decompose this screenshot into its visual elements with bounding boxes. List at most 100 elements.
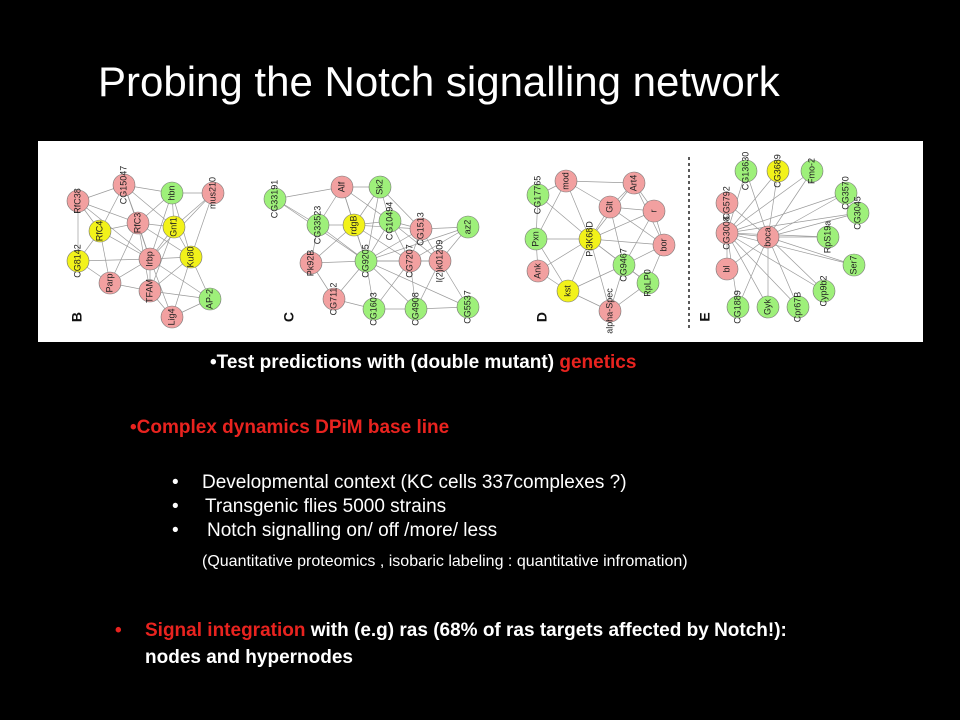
node-label: Glt (604, 201, 614, 213)
network-node (598, 299, 622, 323)
panel-letter: B (69, 312, 85, 322)
node-label: hbn (166, 185, 176, 200)
signal-integration-highlight: Signal integration (145, 620, 306, 641)
panel-letter: D (534, 312, 550, 322)
bullet-text: Developmental context (KC cells 337compl… (202, 472, 627, 493)
network-node (812, 279, 836, 303)
node-label: Pk92B (305, 250, 315, 277)
network-node (622, 171, 646, 195)
node-label: bl (721, 265, 731, 272)
bullet-text: Transgenic flies 5000 strains (205, 496, 447, 517)
node-label: l(2)k01209 (434, 240, 444, 283)
network-edge (365, 226, 469, 262)
node-label: Gnf1 (168, 217, 178, 237)
network-node (179, 245, 203, 269)
node-label: CG17765 (532, 176, 542, 215)
node-label: CG7112 (328, 283, 338, 316)
network-node (578, 227, 602, 251)
network-edge (767, 236, 799, 308)
network-node (642, 199, 666, 223)
network-node (715, 221, 739, 245)
slide-title: Probing the Notch signalling network (98, 58, 780, 105)
signal-integration-rest: with (e.g) ras (68% of ras targets affec… (145, 620, 787, 668)
network-node (66, 249, 90, 273)
network-node (201, 181, 225, 205)
network-node (398, 249, 422, 273)
network-edge (589, 238, 665, 246)
network-node (554, 169, 578, 193)
network-node (734, 159, 758, 183)
network-node (322, 287, 346, 311)
bullet-marker: • (172, 472, 179, 493)
node-label: CG5537 (462, 290, 472, 324)
network-edge (726, 192, 847, 234)
network-edge (726, 232, 769, 308)
node-label: CG4908 (410, 292, 420, 326)
node-label: CG7207 (404, 244, 414, 278)
network-node (88, 219, 112, 243)
node-label: Ank (532, 263, 542, 279)
node-label: CG9467 (618, 248, 628, 282)
node-label: CG1889 (732, 290, 742, 324)
network-node (526, 259, 550, 283)
node-label: CG1603 (368, 292, 378, 326)
signal-integration-text: Signal integration with (e.g) ras (68% o… (145, 617, 845, 671)
network-node (330, 175, 354, 199)
node-label: CG33191 (269, 180, 279, 219)
node-label: Alf (336, 181, 346, 192)
test-predictions-line: •Test predictions with (double mutant) g… (210, 352, 636, 374)
node-label: Gyk (762, 299, 772, 316)
network-edge (365, 260, 469, 308)
node-label: az2 (462, 220, 472, 235)
network-edge (565, 180, 635, 184)
network-edge (767, 236, 855, 266)
genetics-highlight: genetics (559, 352, 637, 373)
network-node (428, 249, 452, 273)
network-node (636, 271, 660, 295)
network-edge (767, 212, 859, 238)
network-node (162, 215, 186, 239)
network-edge (726, 232, 825, 292)
network-node (715, 191, 739, 215)
network-node (786, 295, 810, 319)
node-label: Irbp (144, 251, 154, 267)
node-label: Cyp9b2 (818, 275, 828, 306)
node-label: boca (762, 227, 772, 247)
network-edge (589, 210, 655, 240)
network-node (846, 201, 870, 225)
network-edge (726, 212, 859, 234)
panel-letter: C (281, 312, 297, 322)
network-node (112, 173, 136, 197)
network-node (409, 217, 433, 241)
network-node (138, 247, 162, 271)
node-label: CG13630 (740, 152, 750, 191)
network-node (715, 257, 739, 281)
network-node (66, 189, 90, 213)
node-label: Cpr67B (792, 292, 802, 323)
bullet-text: Notch signalling on/ off /more/ less (207, 520, 498, 541)
node-label: bor (658, 238, 668, 251)
panel-letter: E (697, 312, 713, 321)
node-label: Fmo-2 (806, 158, 816, 184)
node-label: Ku80 (185, 246, 195, 267)
network-edge (77, 258, 151, 262)
node-label: CG33523 (312, 206, 322, 245)
node-label: CG3689 (772, 154, 782, 188)
node-label: rdgB (348, 215, 358, 234)
network-node (726, 295, 750, 319)
network-node (456, 215, 480, 239)
node-label: Ser7 (848, 255, 858, 274)
network-node (816, 225, 840, 249)
network-node (598, 195, 622, 219)
bullet-marker: • (172, 496, 179, 517)
node-label: CG3008 (721, 216, 731, 250)
network-node (800, 159, 824, 183)
network-node (198, 287, 222, 311)
network-node (756, 295, 780, 319)
proteomics-note: (Quantitative proteomics , isobaric labe… (202, 553, 688, 570)
